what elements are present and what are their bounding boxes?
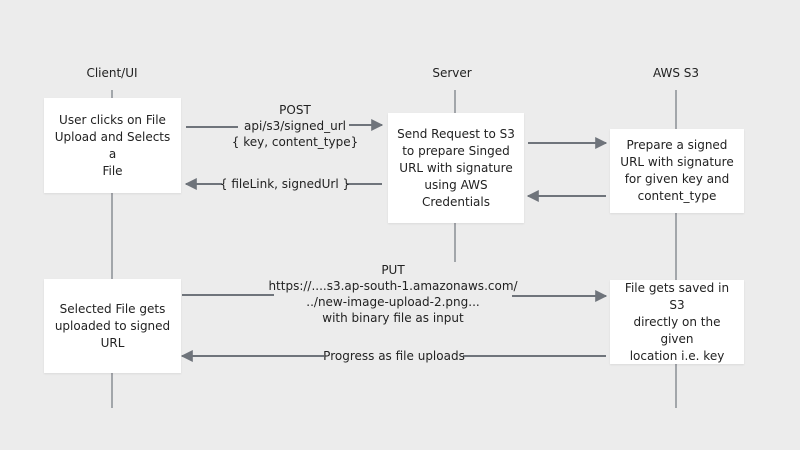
box-line: File <box>102 163 123 178</box>
message-line: ../new-image-upload-2.png... <box>306 295 480 309</box>
message-put: PUT https://....s3.ap-south-1.amazonaws.… <box>268 262 517 326</box>
box-line: Prepare a signed <box>626 138 728 152</box>
box-client-file-uploaded: Selected File gets uploaded to signed UR… <box>44 279 181 373</box>
box-line: File gets saved in S3 <box>624 280 730 312</box>
lane-title-s3: AWS S3 <box>652 66 700 80</box>
box-line: Upload and Selects a <box>54 129 171 161</box>
box-line: for given key and <box>624 172 730 186</box>
message-line: https://....s3.ap-south-1.amazonaws.com/ <box>268 279 518 293</box>
message-progress: Progress as file uploads <box>323 349 465 363</box>
message-response: { fileLink, signedUrl } <box>219 177 351 191</box>
box-line: directly on the given <box>633 314 721 346</box>
lane-title-server: Server <box>432 66 472 80</box>
box-line: User clicks on File <box>59 112 166 127</box>
box-line: content_type <box>637 189 717 203</box>
box-line: URL with signature <box>399 160 513 175</box>
box-line: Selected File gets <box>59 301 166 316</box>
box-line: URL <box>100 335 125 350</box>
box-server-request: Send Request to S3 to prepare Singed URL… <box>388 113 524 223</box>
message-line: PUT <box>381 263 405 277</box>
message-line: { key, content_type} <box>231 135 359 149</box>
box-s3-file-saved: File gets saved in S3 directly on the gi… <box>610 280 744 364</box>
box-line: Send Request to S3 <box>397 126 515 141</box>
box-line: to prepare Singed <box>402 143 510 158</box>
box-client-file-select: User clicks on File Upload and Selects a… <box>44 98 181 193</box>
message-line: POST <box>279 103 311 117</box>
box-line: uploaded to signed <box>54 318 171 333</box>
box-line: Credentials <box>421 194 490 209</box>
box-line: URL with signature <box>620 155 734 169</box>
box-line: using AWS <box>424 177 488 192</box>
message-post: POST api/s3/signed_url { key, content_ty… <box>232 102 358 150</box>
lane-title-client: Client/UI <box>86 66 138 80</box>
box-line: location i.e. key <box>629 348 725 363</box>
box-s3-prepare-signed-url: Prepare a signed URL with signature for … <box>610 129 744 213</box>
message-line: api/s3/signed_url <box>244 119 346 133</box>
message-line: with binary file as input <box>322 311 464 325</box>
